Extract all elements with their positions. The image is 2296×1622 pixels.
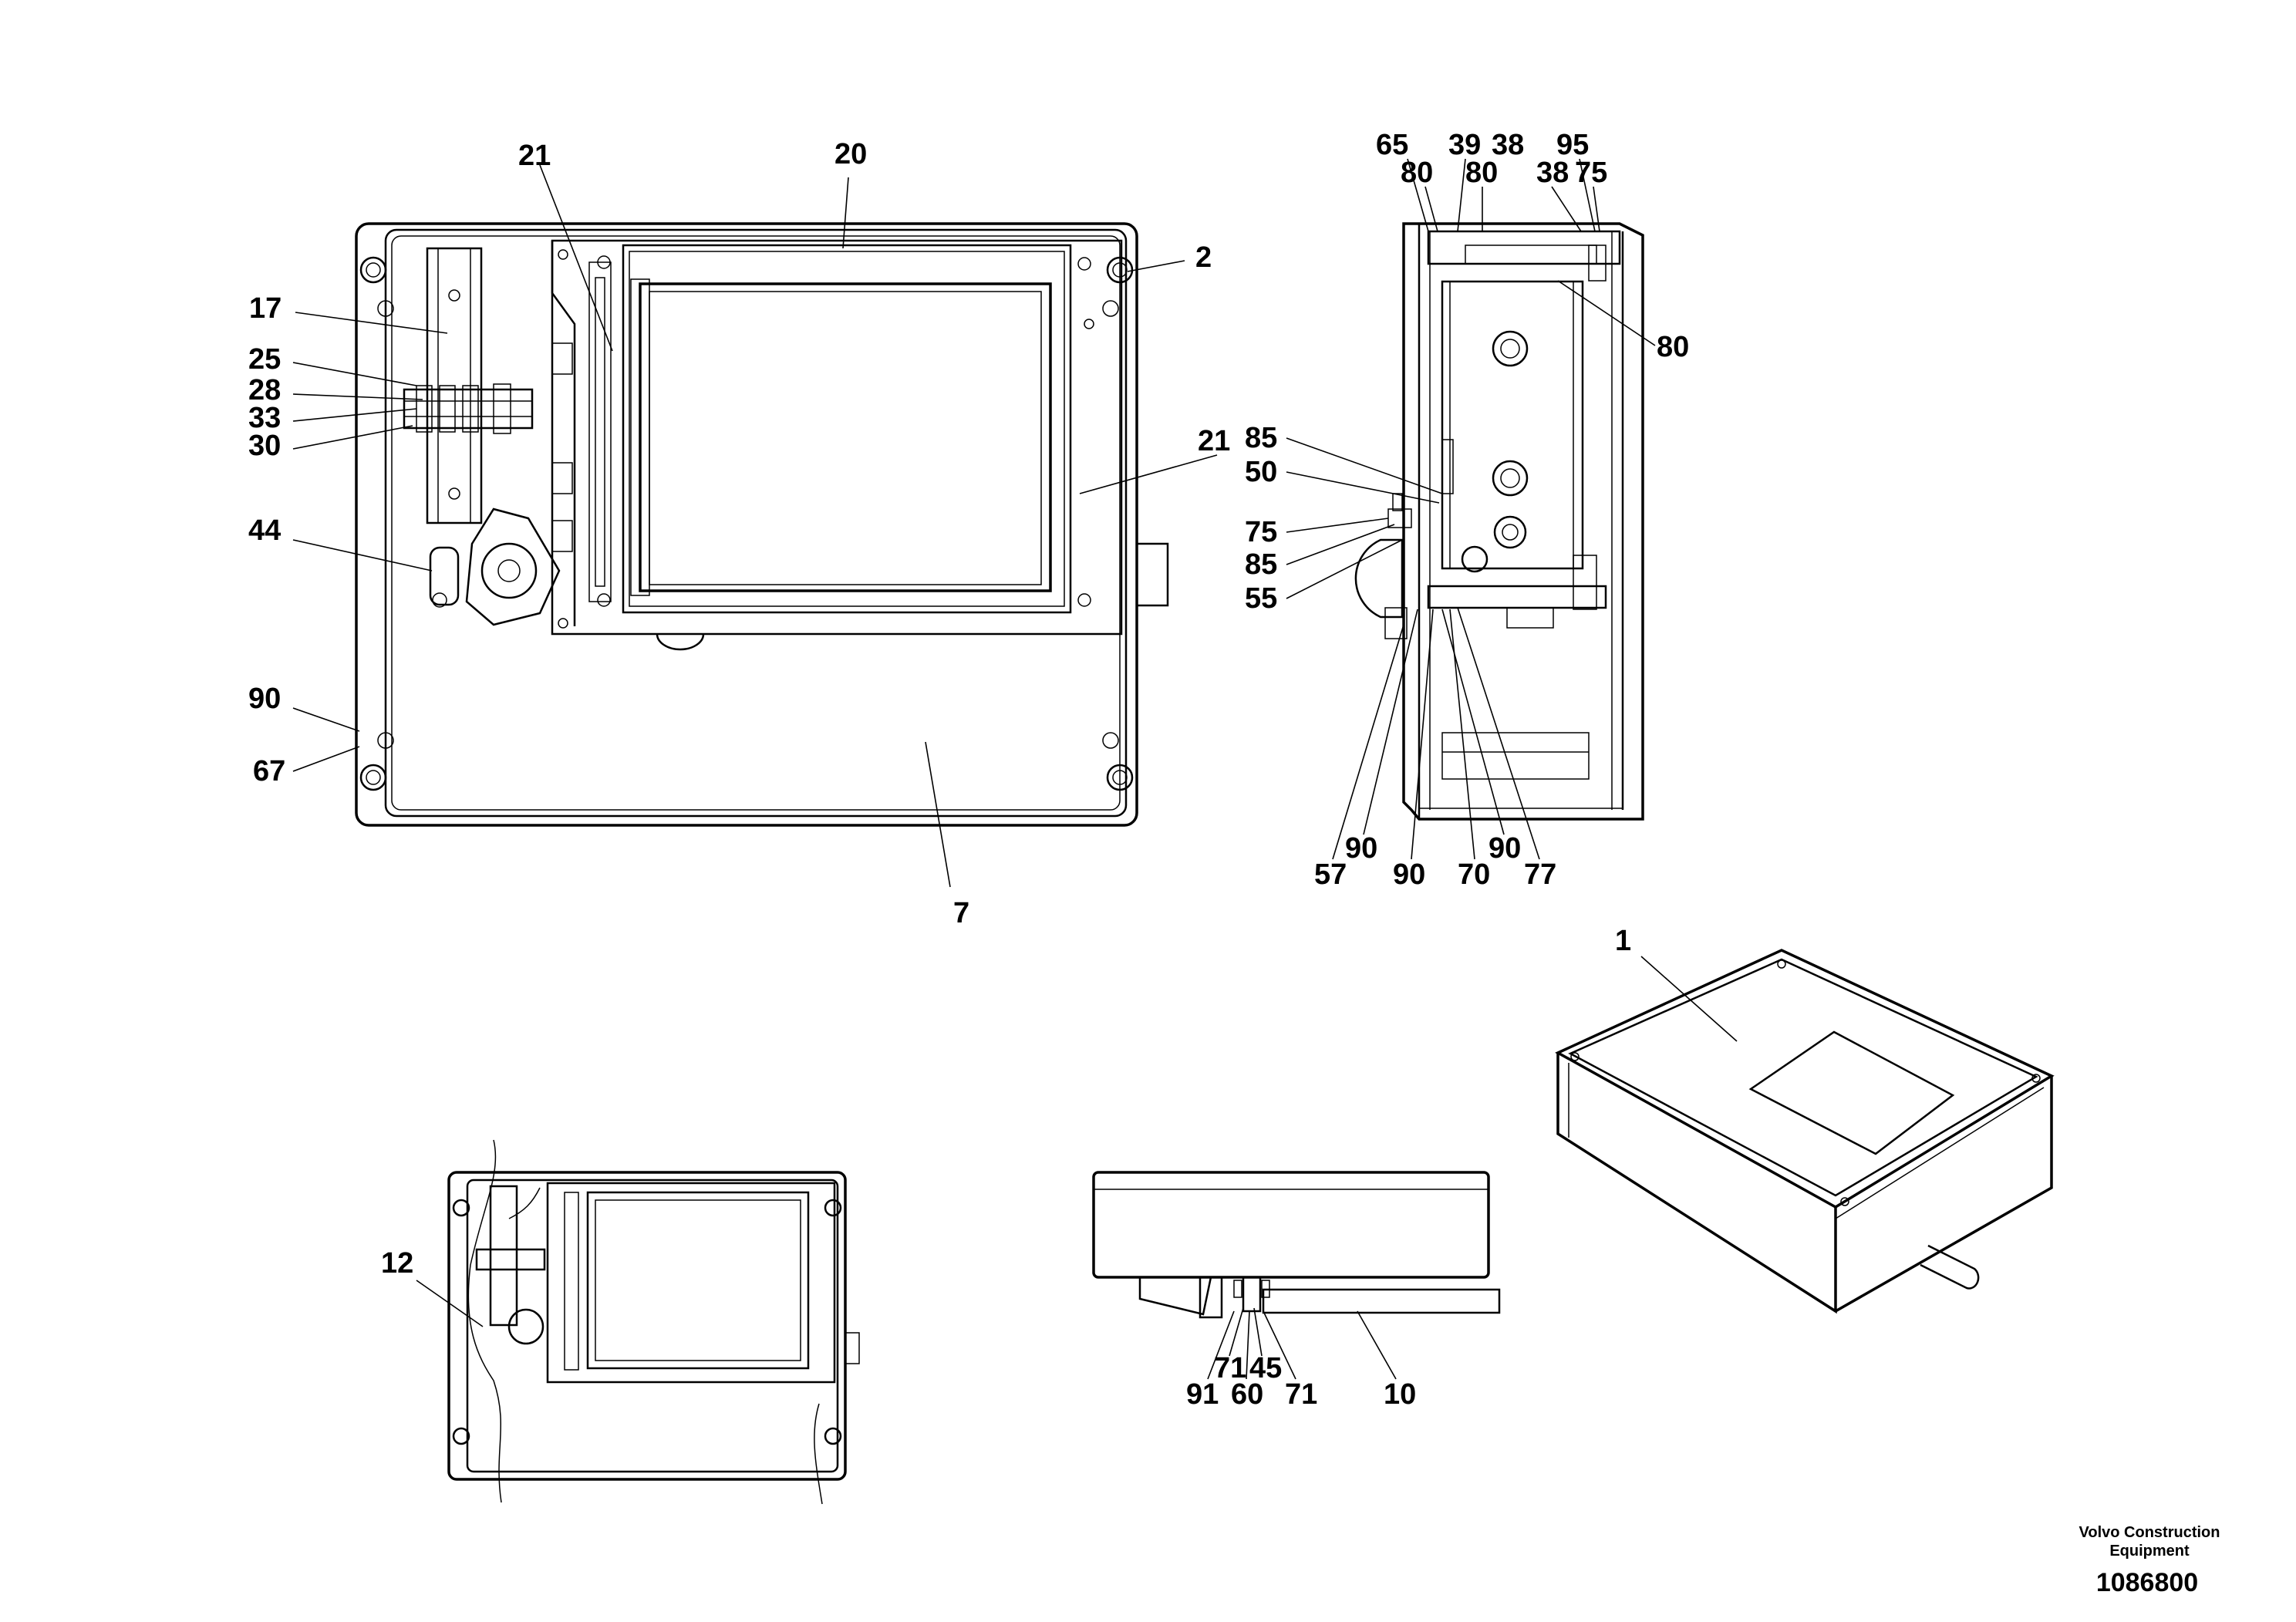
callout-67: 67 bbox=[253, 755, 285, 787]
lower-side-callouts: 71 45 91 60 71 10 bbox=[1186, 1307, 1416, 1411]
callout-91: 91 bbox=[1186, 1378, 1219, 1411]
side-view-callouts: 65 39 38 95 80 80 38 75 80 85 50 75 85 5… bbox=[1245, 129, 1689, 891]
callout-25: 25 bbox=[248, 343, 281, 376]
callout-21: 21 bbox=[518, 140, 551, 172]
callout-10: 10 bbox=[1384, 1378, 1416, 1411]
callout-85-top: 85 bbox=[1245, 422, 1277, 454]
callout-95: 95 bbox=[1556, 129, 1589, 161]
callout-44: 44 bbox=[248, 514, 281, 547]
front-view-callouts: 21 20 2 17 25 28 33 30 21 44 90 67 7 bbox=[248, 138, 1230, 929]
callout-20: 20 bbox=[834, 138, 867, 170]
callout-50: 50 bbox=[1245, 456, 1277, 488]
callout-90: 90 bbox=[248, 683, 281, 715]
callout-70: 70 bbox=[1458, 858, 1490, 891]
callout-55: 55 bbox=[1245, 582, 1277, 615]
callout-65: 65 bbox=[1376, 129, 1408, 161]
callout-90-bm: 90 bbox=[1393, 858, 1425, 891]
callout-17: 17 bbox=[249, 292, 282, 325]
isometric-callouts: 1 bbox=[1615, 925, 1738, 1042]
callout-80-mid: 80 bbox=[1465, 157, 1498, 189]
side-view-enclosure bbox=[1354, 222, 1644, 821]
callout-12: 12 bbox=[381, 1247, 413, 1280]
callout-45: 45 bbox=[1249, 1352, 1282, 1384]
callout-75-side: 75 bbox=[1245, 516, 1277, 548]
callout-1: 1 bbox=[1615, 925, 1631, 957]
callout-75-top: 75 bbox=[1575, 157, 1607, 189]
callout-57: 57 bbox=[1314, 858, 1347, 891]
part-number: 1086800 bbox=[2095, 1568, 2199, 1597]
callout-2: 2 bbox=[1195, 241, 1212, 274]
callout-90-br: 90 bbox=[1489, 832, 1521, 865]
front-view-enclosure bbox=[355, 222, 1169, 827]
callout-39: 39 bbox=[1448, 129, 1481, 161]
callout-38-right: 38 bbox=[1536, 157, 1569, 189]
callout-80-right: 80 bbox=[1657, 331, 1689, 363]
callout-28: 28 bbox=[248, 374, 281, 406]
callout-80-left: 80 bbox=[1401, 157, 1433, 189]
callout-30: 30 bbox=[248, 430, 281, 462]
callout-77: 77 bbox=[1524, 858, 1556, 891]
callout-90-bl: 90 bbox=[1345, 832, 1377, 865]
company-name: Volvo Construction Equipment bbox=[2079, 1524, 2220, 1560]
callout-71-left: 71 bbox=[1214, 1352, 1246, 1384]
callout-85-side: 85 bbox=[1245, 548, 1277, 581]
callout-60: 60 bbox=[1231, 1378, 1263, 1411]
lower-front-view bbox=[447, 1139, 860, 1505]
lower-front-callouts: 12 bbox=[381, 1247, 484, 1327]
isometric-enclosure bbox=[1555, 949, 2055, 1314]
lower-side-view bbox=[1092, 1171, 1501, 1319]
callout-33: 33 bbox=[248, 402, 281, 434]
callout-7: 7 bbox=[953, 897, 969, 929]
callout-21-right: 21 bbox=[1198, 425, 1230, 457]
callout-71-right: 71 bbox=[1285, 1378, 1317, 1411]
callout-38: 38 bbox=[1492, 129, 1524, 161]
